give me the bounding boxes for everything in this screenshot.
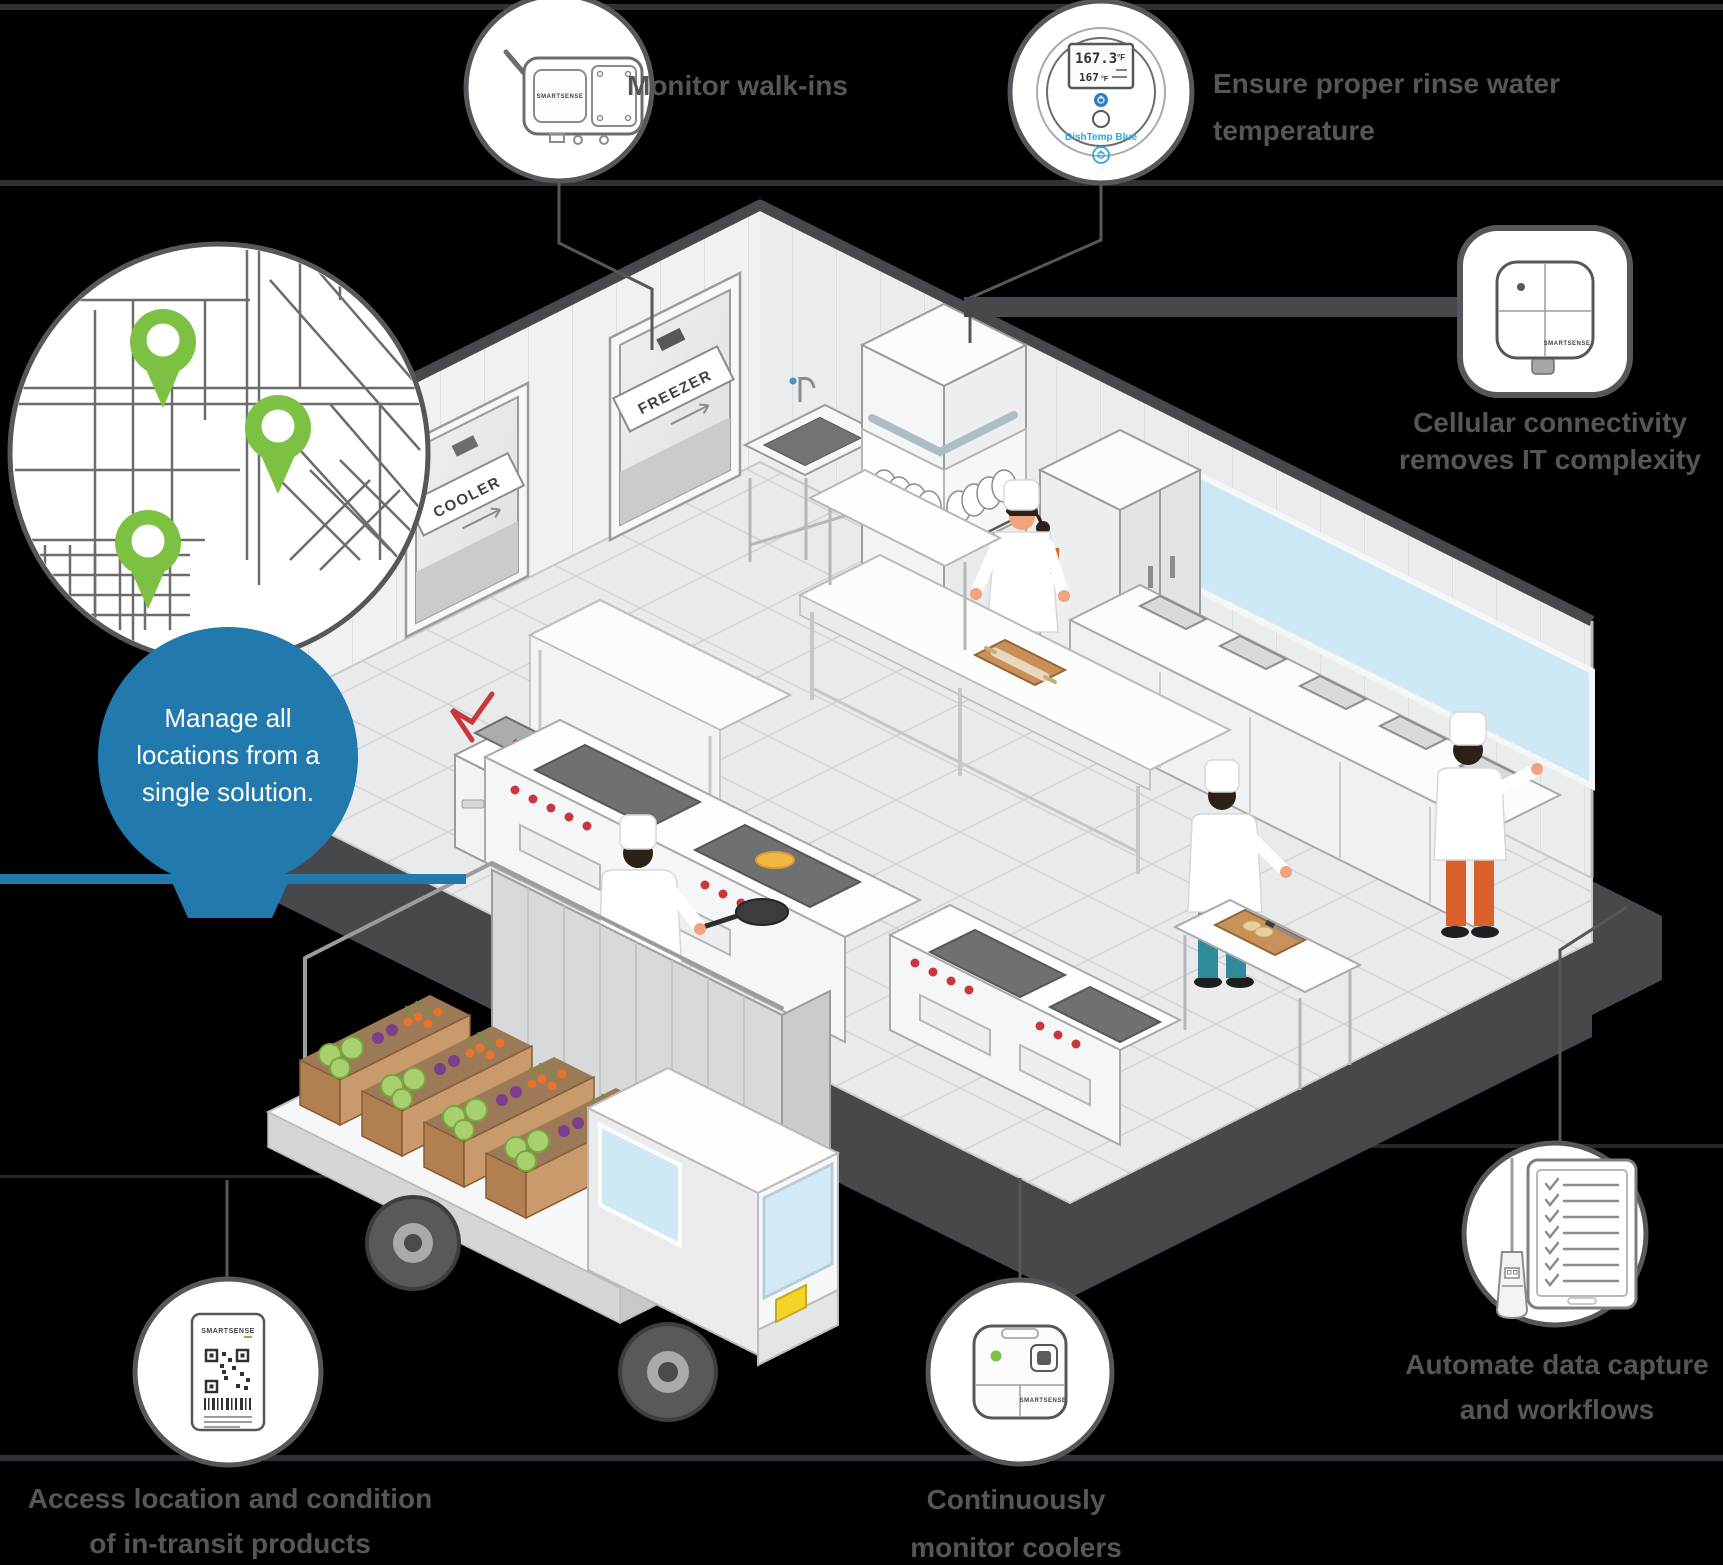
label-line: removes IT complexity bbox=[1399, 444, 1701, 475]
overshelf bbox=[807, 468, 1003, 650]
dishtemp-name: DishTemp Blue bbox=[1065, 132, 1137, 143]
checklist-callout bbox=[1461, 1140, 1649, 1328]
manage-bubble bbox=[0, 627, 466, 918]
label-line: Monitor walk-ins bbox=[627, 70, 848, 101]
checklist-rows bbox=[1544, 1177, 1620, 1288]
label-line: locations from a bbox=[136, 740, 320, 770]
label-line: temperature bbox=[1213, 115, 1375, 146]
label-line: Ensure proper rinse water bbox=[1213, 68, 1561, 99]
gateway-callout: SMARTSENSE bbox=[1457, 225, 1633, 398]
label-line: Access location and condition bbox=[27, 1483, 433, 1514]
chef-dough bbox=[970, 479, 1070, 633]
background-rules bbox=[0, 4, 1723, 1461]
lcd-reading-top: 167.3 bbox=[1075, 51, 1117, 67]
walkin-sensor-callout: SMARTSENSE bbox=[463, 0, 655, 184]
label-line: Automate data capture bbox=[1405, 1349, 1709, 1380]
dishtemp-callout: 167.3 °F 167 °F DishTemp Blue bbox=[1007, 0, 1195, 186]
lcd-unit-bottom: °F bbox=[1101, 75, 1109, 83]
center-counter bbox=[797, 553, 1233, 874]
walkin-sensor-brand: SMARTSENSE bbox=[537, 94, 584, 100]
label-automate: Automate data capture and workflows bbox=[1357, 1342, 1723, 1432]
label-rinse-water: Ensure proper rinse water temperature bbox=[1213, 60, 1560, 154]
label-line: Continuously bbox=[926, 1484, 1106, 1515]
label-line: single solution. bbox=[142, 777, 314, 807]
map-callout bbox=[7, 241, 431, 665]
cellular-connector-band bbox=[964, 297, 1462, 317]
label-cellular: Cellular connectivity removes IT complex… bbox=[1385, 404, 1715, 478]
label-brand: SMARTSENSE bbox=[201, 1328, 255, 1335]
cooler-door: COOLER bbox=[404, 380, 530, 640]
map-pin bbox=[130, 309, 196, 408]
chef-prep-counter bbox=[1433, 711, 1543, 938]
gateway-brand: SMARTSENSE bbox=[1544, 341, 1591, 347]
label-line: Manage all bbox=[164, 703, 292, 733]
map-pin bbox=[245, 395, 311, 494]
lcd-reading-bottom: 167 bbox=[1079, 71, 1099, 84]
cooler-sensor-brand: SMARTSENSE bbox=[1020, 1398, 1067, 1404]
qr-code bbox=[204, 1348, 250, 1394]
label-monitor-walkins: Monitor walk-ins bbox=[627, 70, 848, 102]
barcode bbox=[204, 1398, 251, 1410]
label-in-transit: Access location and condition of in-tran… bbox=[0, 1476, 460, 1565]
freezer-door: FREEZER bbox=[608, 270, 742, 543]
label-line: and workflows bbox=[1459, 1394, 1655, 1425]
lcd-unit-top: °F bbox=[1117, 53, 1125, 62]
label-line: Cellular connectivity bbox=[1413, 407, 1687, 438]
label-monitor-coolers: Continuously monitor coolers bbox=[866, 1476, 1166, 1565]
delivery-truck bbox=[265, 861, 841, 1422]
label-line: monitor coolers bbox=[910, 1532, 1122, 1563]
shipping-label-callout: SMARTSENSE bbox=[132, 1276, 324, 1468]
cooking-range-2 bbox=[887, 903, 1183, 1147]
chef-bread bbox=[1172, 759, 1363, 1090]
connector-lines bbox=[225, 181, 1628, 1282]
label-line: of in-transit products bbox=[89, 1528, 371, 1559]
cooler-sensor-callout: SMARTSENSE bbox=[925, 1277, 1115, 1467]
label-manage-locations: Manage all locations from a single solut… bbox=[78, 700, 378, 811]
map-pin bbox=[115, 510, 181, 609]
